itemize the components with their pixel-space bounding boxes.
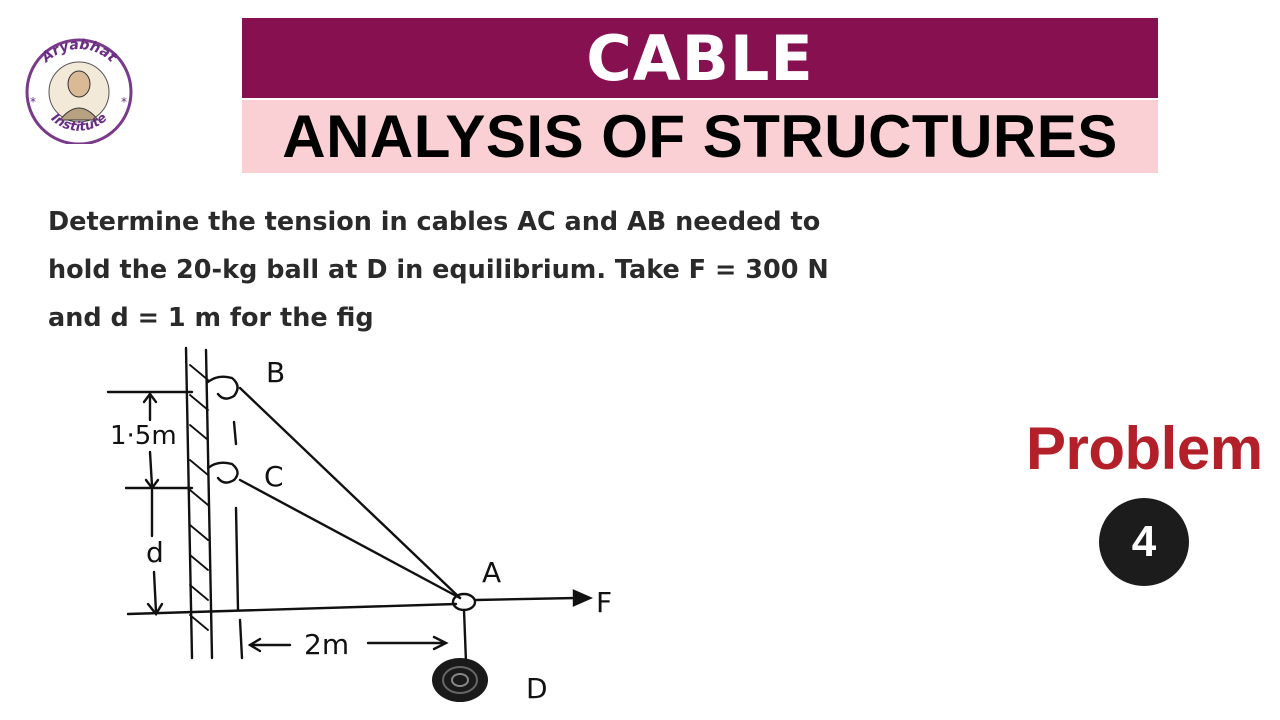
cable-figure: B C A F D 1·5m d 2m <box>106 346 612 705</box>
label-a: A <box>482 556 501 589</box>
hook-c <box>206 461 239 484</box>
label-d-point: D <box>526 672 548 705</box>
dim-vertical-bottom: d <box>146 536 164 569</box>
problem-number-badge: 4 <box>1099 498 1189 586</box>
wall-line-left <box>184 346 194 660</box>
aryabhat-institute-logo: Aryabhat Institute * * <box>25 37 133 144</box>
problem-statement: Determine the tension in cables AC and A… <box>48 198 948 342</box>
cable-ab <box>238 386 462 600</box>
svg-text:*: * <box>121 95 127 109</box>
force-f-line <box>474 596 578 602</box>
label-c: C <box>264 460 284 493</box>
svg-text:*: * <box>30 95 36 109</box>
label-f: F <box>596 586 612 619</box>
horizontal-line <box>126 602 458 616</box>
dim-horizontal: 2m <box>304 628 349 661</box>
wall-line-right <box>204 348 214 660</box>
header-title: CABLE <box>242 18 1158 98</box>
rope-ad <box>462 608 468 664</box>
label-b: B <box>266 356 285 389</box>
ring-a <box>451 592 477 612</box>
problem-line: Determine the tension in cables AC and A… <box>48 207 821 237</box>
problem-line: hold the 20-kg ball at D in equilibrium.… <box>48 255 829 285</box>
ball-d <box>432 658 488 702</box>
wall-hatching <box>189 364 209 631</box>
dim-vertical-top: 1·5m <box>110 421 177 451</box>
problem-label: Problem <box>1026 415 1263 482</box>
problem-line: and d = 1 m for the fig <box>48 303 374 333</box>
cable-ac <box>238 478 462 600</box>
force-f-arrowhead <box>572 589 593 607</box>
hook-b <box>206 375 239 400</box>
header-subtitle: ANALYSIS OF STRUCTURES <box>242 100 1158 173</box>
